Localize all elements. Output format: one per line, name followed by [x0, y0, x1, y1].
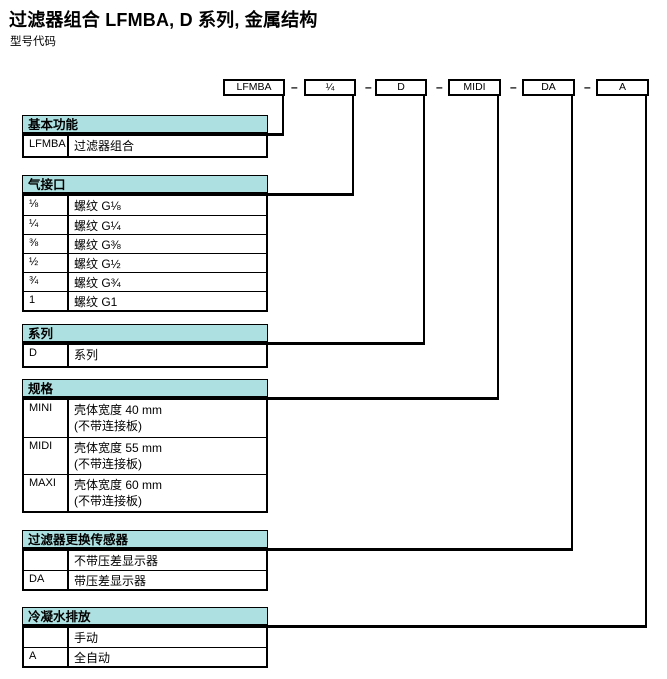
table-row: ⅜ 螺纹 G⅜ [24, 234, 266, 253]
table-row: MAXI 壳体宽度 60 mm (不带连接板) [24, 474, 266, 511]
section-header: 气接口 [22, 175, 268, 196]
connector-line-basic-function [266, 132, 284, 136]
description-line-1: 壳体宽度 40 mm [74, 403, 163, 417]
section-header: 系列 [22, 324, 268, 345]
table-row: A 全自动 [24, 647, 266, 666]
description-cell: 螺纹 G⅜ [74, 238, 121, 252]
table-row: MIDI 壳体宽度 55 mm (不带连接板) [24, 437, 266, 474]
code-cell: D [24, 345, 69, 366]
code-cell: ¼ [24, 216, 69, 234]
table-row: 1 螺纹 G1 [24, 291, 266, 310]
table-row: DA 带压差显示器 [24, 570, 266, 589]
code-cell: ⅜ [24, 235, 69, 253]
code-cell: MINI [24, 400, 69, 437]
code-separator: – [436, 80, 443, 94]
description-cell: 螺纹 G1 [74, 295, 118, 309]
section-header: 基本功能 [22, 115, 268, 136]
table-row: ⅛ 螺纹 G⅛ [24, 196, 266, 215]
table-row: LFMBA 过滤器组合 [24, 136, 266, 156]
page-subtitle: 型号代码 [10, 36, 56, 48]
connector-line-sensor [571, 94, 573, 551]
table-row: D 系列 [24, 345, 266, 366]
section-basic-function: 基本功能 LFMBA 过滤器组合 [22, 115, 268, 158]
description-line-2: (不带连接板) [74, 457, 142, 471]
section-size: 规格 MINI 壳体宽度 40 mm (不带连接板) MIDI 壳体宽度 55 … [22, 379, 268, 513]
section-pneumatic-port: 气接口 ⅛ 螺纹 G⅛ ¼ 螺纹 G¼ ⅜ 螺纹 G⅜ ½ 螺纹 G½ ¾ 螺纹… [22, 175, 268, 312]
code-separator: – [291, 80, 298, 94]
description-cell: 螺纹 G⅛ [74, 199, 121, 213]
connector-line-series [266, 341, 425, 345]
code-box-basic-function: LFMBA [223, 79, 285, 96]
code-box-port: ¼ [304, 79, 356, 96]
code-cell [24, 551, 69, 570]
connector-line-drain [266, 624, 647, 628]
code-cell: MIDI [24, 438, 69, 474]
description-cell: 壳体宽度 60 mm (不带连接板) [69, 475, 266, 511]
connector-line-port [352, 94, 354, 196]
code-cell: 1 [24, 292, 69, 310]
code-box-series: D [375, 79, 427, 96]
code-cell: LFMBA [24, 136, 69, 156]
section-series: 系列 D 系列 [22, 324, 268, 368]
description-cell: 系列 [74, 348, 99, 362]
table-row: 不带压差显示器 [24, 551, 266, 570]
code-box-size: MIDI [448, 79, 501, 96]
description-cell: 带压差显示器 [74, 574, 147, 588]
description-line-2: (不带连接板) [74, 419, 142, 433]
connector-line-sensor [266, 547, 573, 551]
code-separator: – [365, 80, 372, 94]
description-cell: 壳体宽度 40 mm (不带连接板) [69, 400, 266, 437]
table-row: ¼ 螺纹 G¼ [24, 215, 266, 234]
connector-line-basic-function [282, 94, 284, 136]
code-cell: ¾ [24, 273, 69, 291]
code-box-sensor: DA [522, 79, 575, 96]
connector-line-size [266, 396, 499, 400]
description-cell: 壳体宽度 55 mm (不带连接板) [69, 438, 266, 474]
description-cell: 手动 [74, 631, 99, 645]
section-header: 冷凝水排放 [22, 607, 268, 628]
connector-line-drain [645, 94, 647, 628]
section-filter-sensor: 过滤器更换传感器 不带压差显示器 DA 带压差显示器 [22, 530, 268, 591]
section-header: 规格 [22, 379, 268, 400]
page-title: 过滤器组合 LFMBA, D 系列, 金属结构 [9, 10, 318, 30]
description-cell: 螺纹 G¼ [74, 219, 121, 233]
code-cell: DA [24, 571, 69, 589]
code-cell: MAXI [24, 475, 69, 511]
description-cell: 过滤器组合 [74, 139, 135, 153]
description-cell: 螺纹 G½ [74, 257, 121, 271]
code-cell: A [24, 648, 69, 666]
code-cell: ⅛ [24, 196, 69, 215]
description-line-1: 壳体宽度 60 mm [74, 478, 163, 492]
code-separator: – [510, 80, 517, 94]
connector-line-port [266, 192, 354, 196]
code-separator: – [584, 80, 591, 94]
section-condensate-drain: 冷凝水排放 手动 A 全自动 [22, 607, 268, 668]
code-cell: ½ [24, 254, 69, 272]
description-cell: 螺纹 G¾ [74, 276, 121, 290]
code-box-drain: A [596, 79, 649, 96]
table-row: ¾ 螺纹 G¾ [24, 272, 266, 291]
table-row: 手动 [24, 628, 266, 647]
code-cell [24, 628, 69, 647]
section-header: 过滤器更换传感器 [22, 530, 268, 551]
connector-line-series [423, 94, 425, 345]
description-cell: 全自动 [74, 651, 111, 665]
description-cell: 不带压差显示器 [74, 554, 159, 568]
connector-line-size [497, 94, 499, 400]
table-row: MINI 壳体宽度 40 mm (不带连接板) [24, 400, 266, 437]
table-row: ½ 螺纹 G½ [24, 253, 266, 272]
description-line-1: 壳体宽度 55 mm [74, 441, 163, 455]
description-line-2: (不带连接板) [74, 494, 142, 508]
